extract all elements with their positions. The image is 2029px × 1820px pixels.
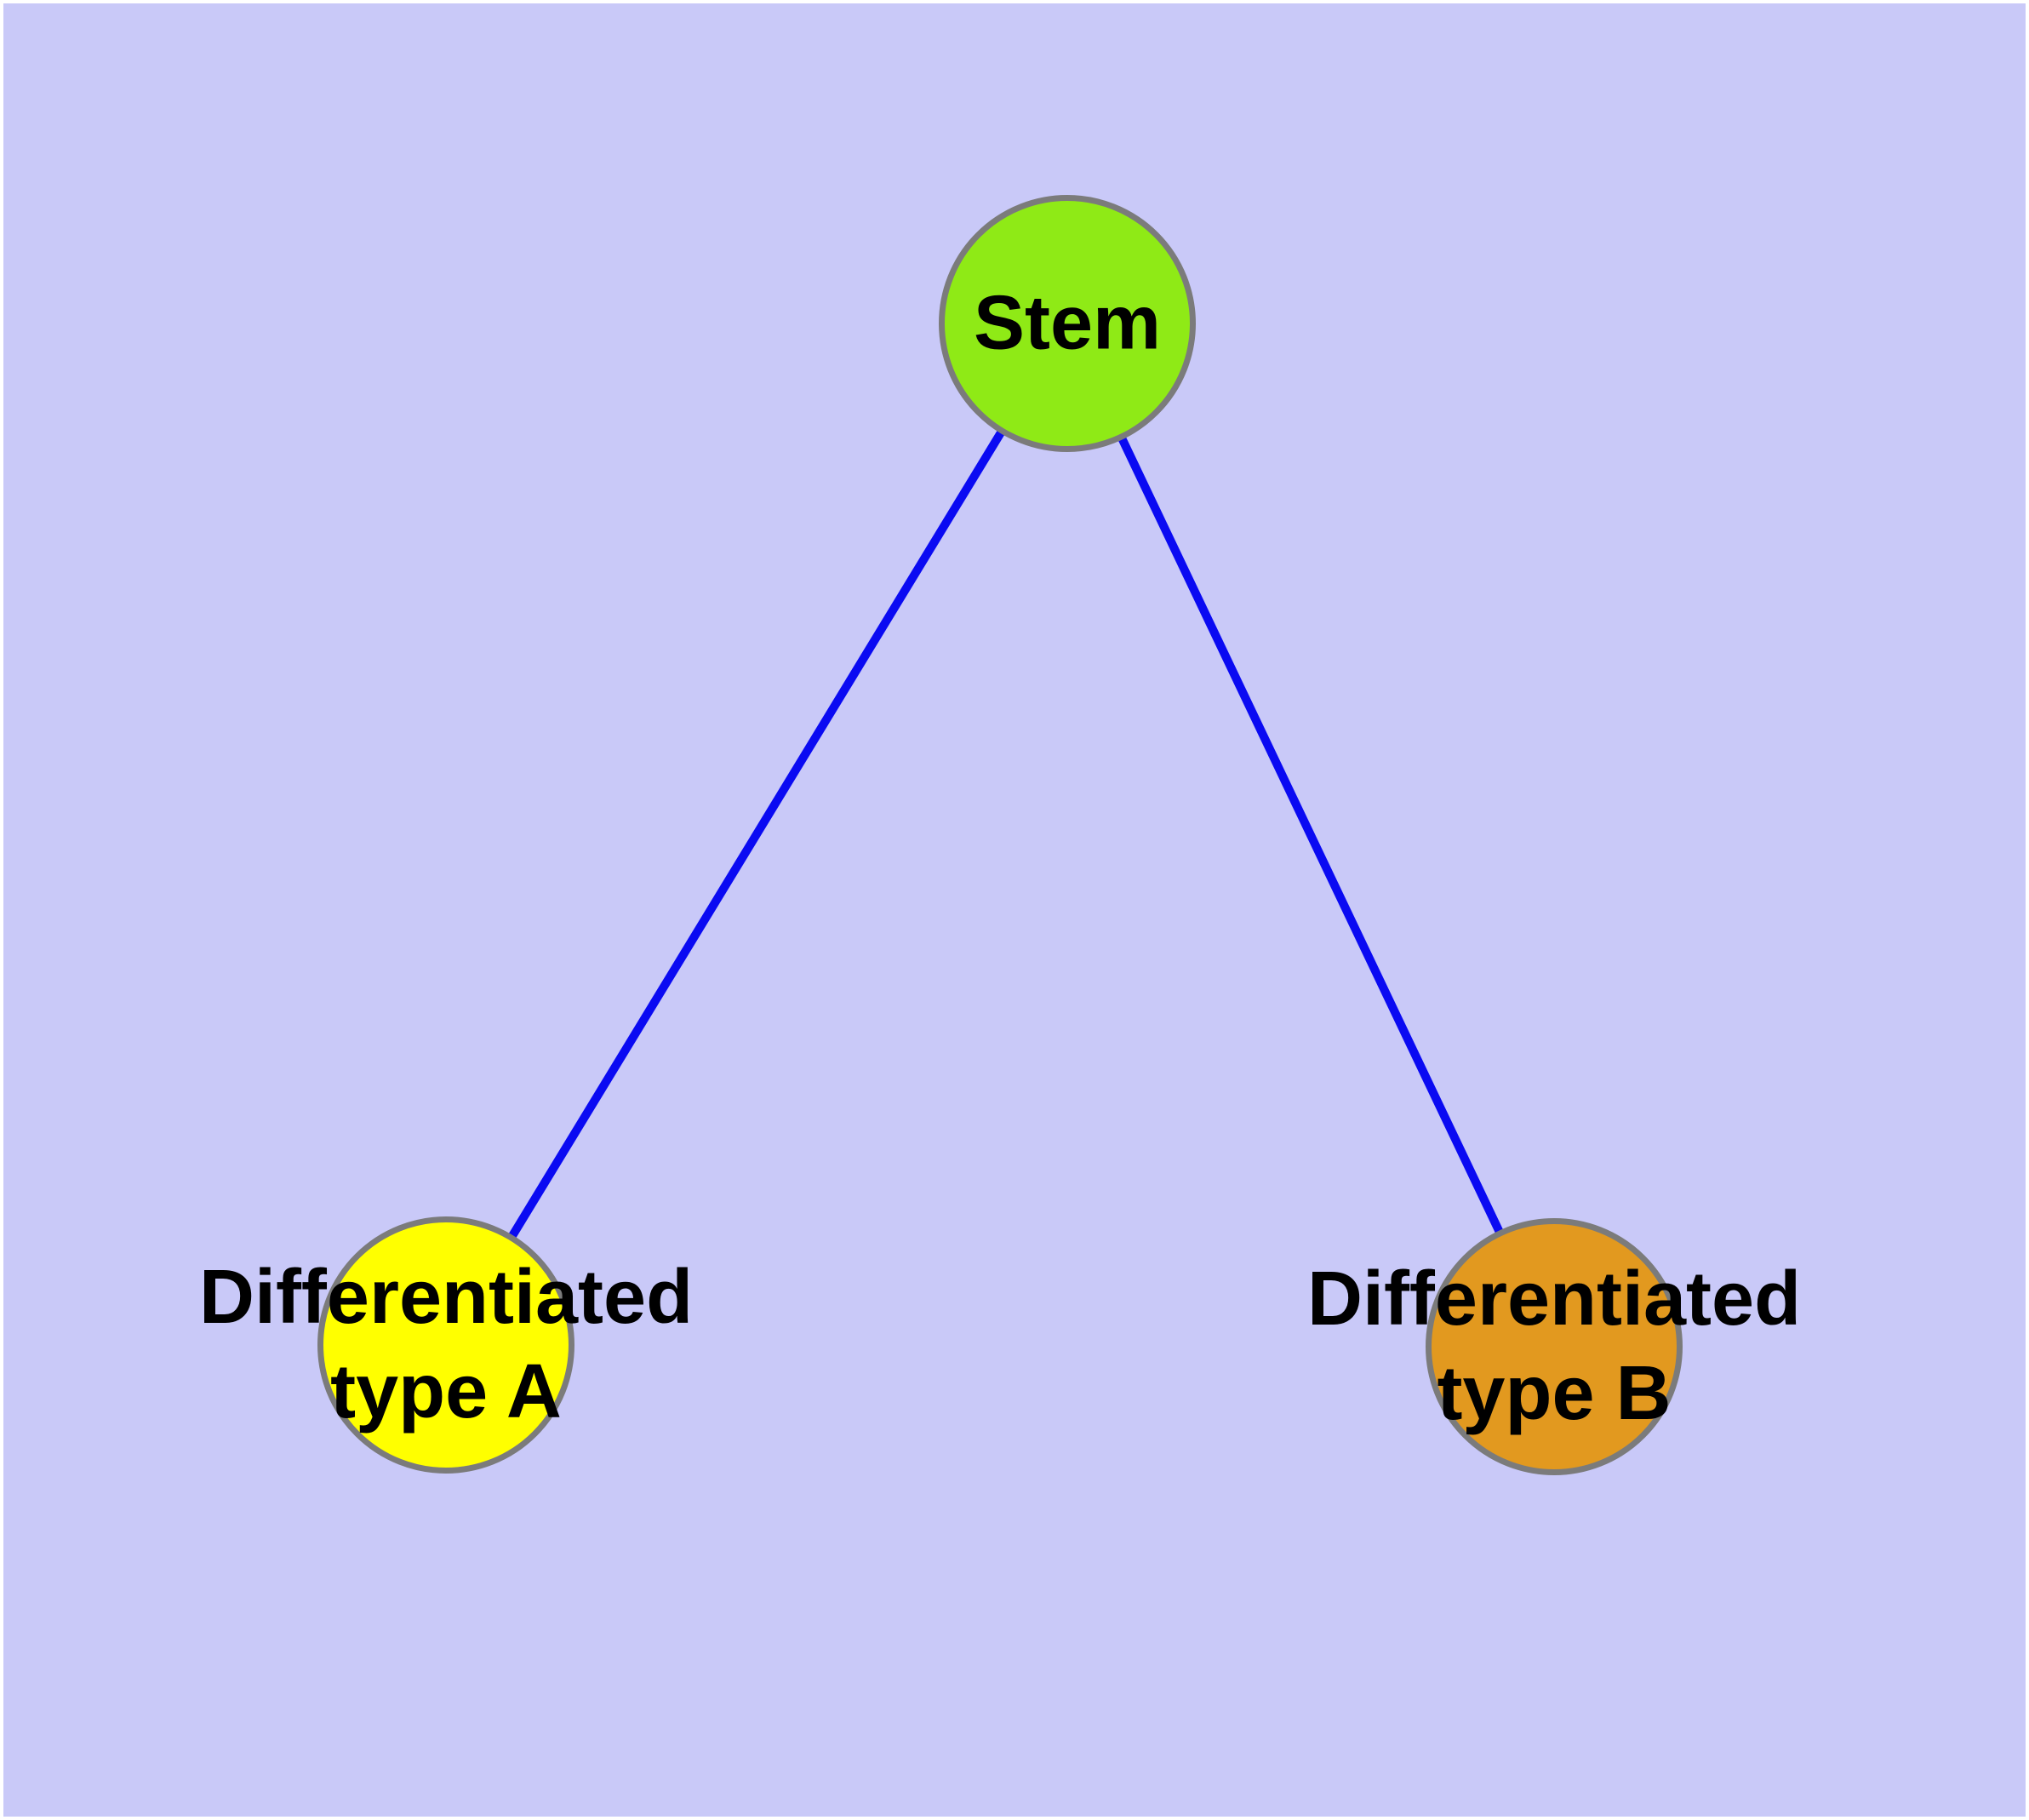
node-label-differentiated-type-b: Differentiated type B — [1306, 1256, 1802, 1436]
edge-stem-to-type-b — [1063, 319, 1558, 1351]
node-stem — [939, 195, 1196, 452]
edge-stem-to-type-a — [442, 319, 1072, 1349]
edge-layer — [442, 319, 1558, 1351]
node-differentiated-type-b — [1426, 1218, 1683, 1475]
node-differentiated-type-a — [317, 1216, 574, 1474]
node-label-differentiated-type-a: Differentiated type A — [198, 1255, 694, 1434]
node-label-stem: Stem — [973, 280, 1162, 366]
